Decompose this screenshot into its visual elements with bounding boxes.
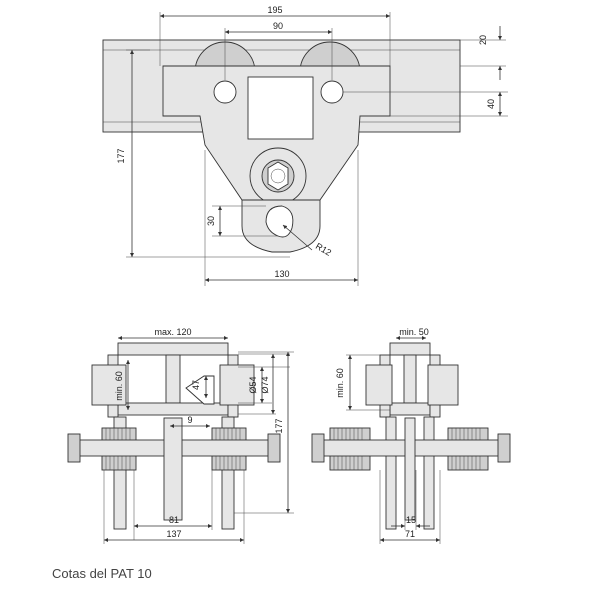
beam-web <box>165 354 181 404</box>
dim-195: 195 <box>267 5 282 15</box>
dim-47: 47 <box>191 380 201 390</box>
dim-40: 40 <box>486 99 496 109</box>
dim-15: 15 <box>406 515 416 525</box>
dim-min50: min. 50 <box>399 327 429 337</box>
beam-flange-bottom-side <box>389 402 431 416</box>
hanger-plate-side <box>404 417 416 521</box>
nut-left <box>67 433 81 463</box>
dim-71: 71 <box>405 529 415 539</box>
nut-right-side <box>497 433 511 463</box>
wheel-right-side <box>427 364 459 406</box>
wheel-right <box>219 364 255 406</box>
wheel-left-side <box>365 364 393 406</box>
dim-90: 90 <box>273 21 283 31</box>
nut <box>267 161 289 191</box>
dim-20: 20 <box>478 35 488 45</box>
nut-left-side <box>311 433 325 463</box>
side-view: min. 50 min. 60 15 71 <box>311 327 511 544</box>
nut-right <box>267 433 281 463</box>
dim-177: 177 <box>116 148 126 163</box>
top-view: 195 90 20 40 177 30 R12 130 <box>102 5 508 286</box>
lower-plate-right-side <box>423 416 435 530</box>
axle-hole-left <box>213 80 237 104</box>
dim-81: 81 <box>169 515 179 525</box>
dim-30: 30 <box>206 216 216 226</box>
axle-hole-right <box>320 80 344 104</box>
dim-130: 130 <box>274 269 289 279</box>
plate-window <box>247 76 314 140</box>
beam-flange-top-side <box>389 342 431 356</box>
dim-phi54: Ø54 <box>248 376 258 393</box>
dim-max120: max. 120 <box>154 327 191 337</box>
dim-9: 9 <box>187 415 192 425</box>
dim-min60: min. 60 <box>114 371 124 401</box>
caption: Cotas del PAT 10 <box>52 566 152 581</box>
dim-min60-side: min. 60 <box>335 368 345 398</box>
lower-plate-left-side <box>385 416 397 530</box>
beam-flange-bottom <box>117 402 229 416</box>
dim-137: 137 <box>166 529 181 539</box>
dim-phi74: Ø74 <box>260 376 270 393</box>
suspension-eye <box>265 205 294 238</box>
dim-177-front: 177 <box>274 418 284 433</box>
beam-flange-top <box>117 342 229 356</box>
hanger-plate <box>163 417 183 521</box>
front-view: max. 120 min. 60 47 9 Ø54 Ø74 177 81 137 <box>67 327 294 544</box>
dim-r12: R12 <box>314 241 333 258</box>
beam-web-side <box>403 354 417 404</box>
